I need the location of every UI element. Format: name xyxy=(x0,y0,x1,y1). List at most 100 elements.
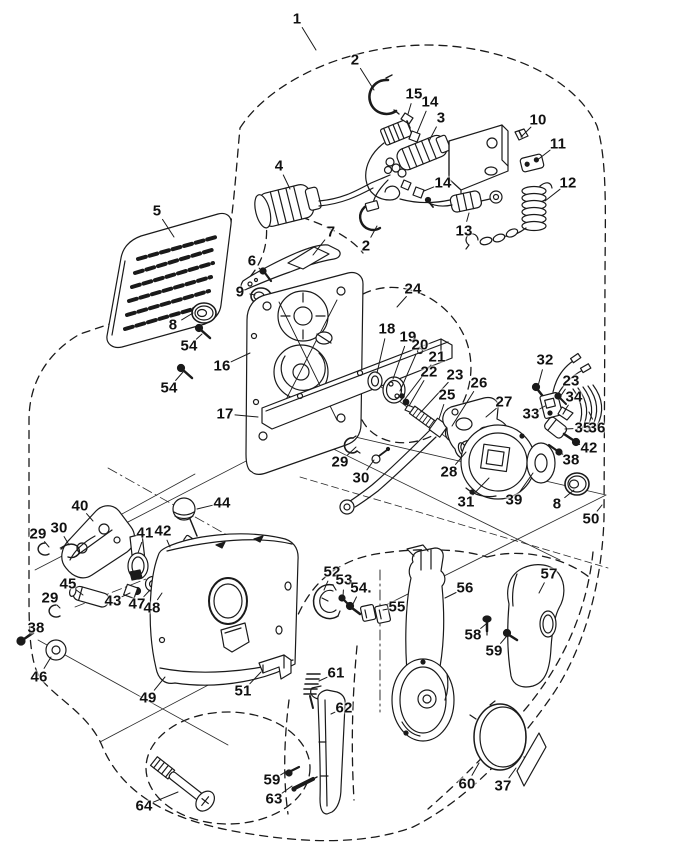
part-8-grommet-left xyxy=(191,302,217,324)
part-label-18: 18 xyxy=(378,320,396,338)
part-57-grip-housing xyxy=(507,564,565,688)
part-4-connector xyxy=(254,174,391,229)
part-label-42: 42 xyxy=(154,522,172,540)
part-label-54: 54 xyxy=(180,337,198,355)
part-label-44: 44 xyxy=(213,494,231,512)
part-39-washer-disc xyxy=(526,442,556,484)
part-label-45: 45 xyxy=(59,575,77,593)
part-12-lanyard-coil xyxy=(465,182,553,250)
part-label-30: 30 xyxy=(352,469,370,487)
part-label-29: 29 xyxy=(29,525,47,543)
part-label-29: 29 xyxy=(41,589,59,607)
part-15-clip xyxy=(400,112,414,129)
part-label-10: 10 xyxy=(529,111,547,129)
part-2-clip-top xyxy=(368,74,400,116)
part-label-26: 26 xyxy=(470,374,488,392)
part-label-59: 59 xyxy=(485,642,503,660)
part-label-23: 23 xyxy=(446,366,464,384)
part-3-ignition-switch xyxy=(364,119,451,212)
part-54-screw-center xyxy=(345,601,362,616)
part-label-39: 39 xyxy=(505,491,523,509)
part-31-lever-arm xyxy=(339,429,437,515)
part-label-17: 17 xyxy=(216,405,234,423)
part-label-64: 64 xyxy=(135,797,153,815)
part-label-50: 50 xyxy=(582,510,600,528)
part-label-34: 34 xyxy=(565,388,583,406)
part-label-9: 9 xyxy=(235,283,245,301)
part-label-12: 12 xyxy=(559,174,577,192)
part-14-spacer-lower xyxy=(400,179,434,208)
part-46-washer xyxy=(45,639,67,661)
part-label-36: 36 xyxy=(588,419,606,437)
part-label-11: 11 xyxy=(549,135,567,153)
part-29-clip-left-upper xyxy=(37,542,50,556)
part-label-23: 23 xyxy=(562,372,580,390)
part-41-lever xyxy=(127,533,149,596)
part-label-8: 8 xyxy=(552,495,562,513)
part-label-14: 14 xyxy=(434,174,452,192)
part-label-27: 27 xyxy=(495,393,513,411)
part-label-47: 47 xyxy=(128,595,146,613)
part-29-eclip-center xyxy=(343,435,361,454)
part-label-38: 38 xyxy=(562,451,580,469)
part-8-grommet-right xyxy=(564,472,590,496)
part-label-52: 52 xyxy=(323,563,341,581)
part-label-58: 58 xyxy=(464,626,482,644)
part-label-38: 38 xyxy=(27,619,45,637)
part-label-15: 15 xyxy=(405,85,423,103)
part-59-screw-right xyxy=(502,628,519,642)
part-7-arm xyxy=(240,244,341,291)
part-54-screw-upper xyxy=(194,323,212,340)
part-label-61: 61 xyxy=(327,664,345,682)
part-label-22: 22 xyxy=(420,363,438,381)
part-31-drum xyxy=(460,424,536,500)
part-label-25: 25 xyxy=(438,386,456,404)
part-35-cylinder xyxy=(544,416,568,439)
part-label-2: 2 xyxy=(350,51,360,69)
part-55-blocks xyxy=(359,603,392,624)
part-label-53: 53 xyxy=(335,571,353,589)
part-label-56: 56 xyxy=(456,579,474,597)
part-11-block xyxy=(519,153,545,173)
part-label-14: 14 xyxy=(421,93,439,111)
part-59-screw-bottom xyxy=(285,765,301,777)
part-label-54: 54. xyxy=(350,579,372,597)
part-label-31: 31 xyxy=(457,493,475,511)
part-label-55: 55 xyxy=(388,598,406,616)
part-52-cam xyxy=(312,583,341,620)
part-label-54: 54 xyxy=(160,379,178,397)
part-label-20: 20 xyxy=(411,336,429,354)
part-36-spring xyxy=(572,384,603,431)
part-58-screw xyxy=(482,615,492,636)
part-label-19: 19 xyxy=(399,328,417,346)
part-label-1: 1 xyxy=(292,10,302,28)
part-label-28: 28 xyxy=(440,463,458,481)
part-label-43: 43 xyxy=(104,592,122,610)
part-label-42: 42 xyxy=(580,439,598,457)
part-label-2: 2 xyxy=(361,237,371,255)
part-51-clip xyxy=(258,654,292,680)
part-label-24: 24 xyxy=(404,280,422,298)
part-23-screw-right xyxy=(554,392,567,405)
part-6-screw xyxy=(259,267,273,283)
part-63-pin xyxy=(291,776,318,792)
part-label-41: 41 xyxy=(136,524,154,542)
part-60-cover-disc xyxy=(469,700,531,771)
part-13-connector xyxy=(426,190,503,213)
part-37-label-plate xyxy=(516,732,547,787)
part-54-screw-lower xyxy=(176,363,194,380)
part-label-13: 13 xyxy=(455,222,473,240)
part-label-4: 4 xyxy=(274,157,284,175)
part-label-59: 59 xyxy=(263,771,281,789)
part-label-29: 29 xyxy=(331,453,349,471)
part-62-bracket xyxy=(310,685,346,815)
part-label-40: 40 xyxy=(71,497,89,515)
part-56-control-handle xyxy=(391,544,455,742)
part-label-8: 8 xyxy=(168,316,178,334)
part-label-51: 51 xyxy=(234,682,252,700)
part-label-6: 6 xyxy=(247,252,257,270)
part-16-mount-plate xyxy=(245,271,364,475)
part-30-fitting-center xyxy=(371,446,391,464)
